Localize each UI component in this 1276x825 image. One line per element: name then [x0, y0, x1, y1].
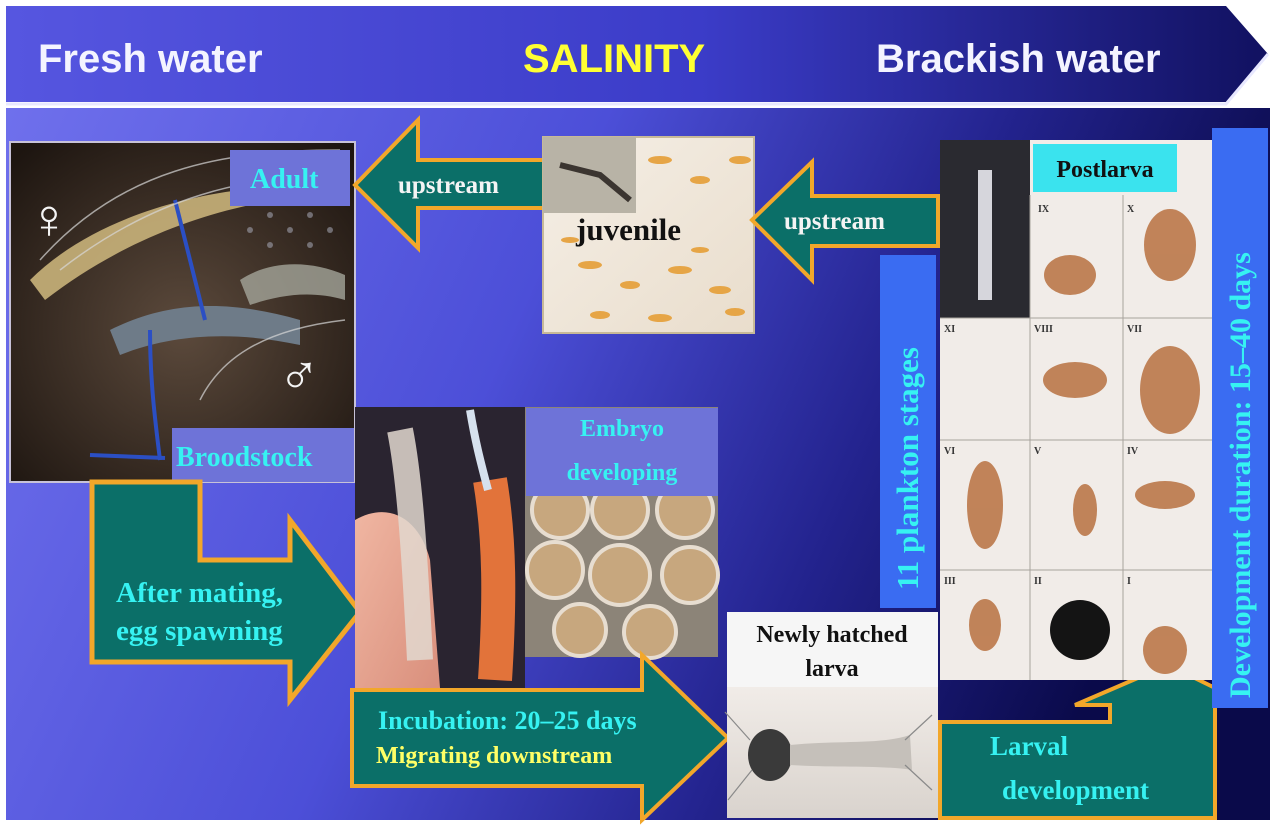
postlarva-label-box	[1033, 144, 1177, 192]
plankton-stages-panel: 11 plankton stages	[880, 255, 936, 608]
salinity-label: SALINITY	[523, 37, 706, 81]
broodstock-label: Broodstock	[176, 442, 313, 473]
incubation-arrow: Incubation: 20–25 days Migrating downstr…	[350, 650, 731, 825]
prawn-eggs	[473, 477, 516, 682]
duration-box	[1212, 128, 1268, 708]
larval-arrow-shape	[938, 662, 1251, 820]
stage-label-7: V	[1034, 446, 1042, 457]
juvenile-label: juvenile	[575, 212, 681, 247]
prawn-male	[110, 306, 300, 355]
stage-label-3: XI	[944, 324, 955, 335]
development-duration-panel: Development duration: 15–40 days	[1212, 128, 1268, 708]
larval-development-arrow: Larval development	[938, 662, 1251, 820]
prawn-claws	[89, 199, 207, 461]
hatched-larva-photo: Newly hatched larva	[724, 612, 938, 818]
plankton-stages-box	[880, 255, 936, 608]
stage-label-8: IV	[1127, 446, 1139, 457]
female-symbol: ♀	[28, 187, 70, 250]
mating-arrow: After mating, egg spawning	[89, 479, 364, 708]
embryo-label-box	[526, 408, 718, 496]
broodstock-label-box	[172, 428, 354, 482]
stage-ii-specimen	[1050, 600, 1110, 660]
adult-label-box	[230, 150, 350, 206]
stage-label-1: IX	[1038, 204, 1050, 215]
larva-body	[790, 735, 912, 770]
juvenile-inset-prawn	[559, 162, 632, 203]
upstream-arrow-right-shape	[749, 157, 940, 285]
incubation-label-line1: Incubation: 20–25 days	[378, 706, 637, 735]
adult-photo: ♀ ♂ Adult Broodstock	[9, 141, 356, 483]
prawn-white	[387, 427, 433, 661]
juvenile-photo: juvenile	[542, 136, 755, 334]
fresh-water-label: Fresh water	[38, 37, 263, 81]
hatched-label-line1: Newly hatched	[756, 622, 908, 648]
embryo-label-line1: Embryo	[580, 416, 664, 442]
incubation-arrow-shape	[350, 650, 731, 825]
salinity-header-arrow: Fresh water SALINITY Brackish water	[6, 6, 1270, 106]
stage-grid-lines	[940, 195, 1212, 680]
stage-roman-labels: IX X XI VIII VII VI V IV III II I	[944, 204, 1142, 587]
embryo-label-line2: developing	[567, 460, 678, 486]
stage-label-10: II	[1034, 576, 1042, 587]
juvenile-specks	[561, 156, 751, 322]
egg-prawn-photo	[355, 407, 525, 688]
plankton-stages-label: 11 plankton stages	[890, 347, 925, 590]
header-arrow-edge	[1180, 53, 1270, 106]
incubation-label-line2: Migrating downstream	[376, 743, 612, 769]
stage-label-6: VI	[944, 446, 955, 457]
plankton-stage-grid: IX X XI VIII VII VI V IV III II I Postla…	[940, 140, 1212, 680]
hatched-label-box	[727, 612, 938, 687]
embryo-photo: Embryo developing	[525, 407, 720, 660]
upstream-right-label: upstream	[784, 208, 885, 235]
stage-label-4: VIII	[1034, 324, 1053, 335]
stage-label-11: I	[1127, 576, 1131, 587]
brackish-water-label: Brackish water	[876, 37, 1161, 81]
stage-specimens	[967, 209, 1200, 674]
prawn-female	[30, 190, 250, 300]
hatched-label-line2: larva	[805, 656, 858, 682]
upstream-left-label: upstream	[398, 172, 499, 199]
male-symbol: ♂	[278, 341, 320, 404]
adult-label: Adult	[250, 164, 319, 195]
larva-appendages	[724, 711, 933, 801]
mating-arrow-shape	[89, 479, 364, 708]
stage-label-9: III	[944, 576, 956, 587]
mating-label-line2: egg spawning	[116, 615, 283, 647]
larva-head	[748, 729, 792, 781]
larval-label-line2: development	[1002, 775, 1149, 805]
header-band	[6, 6, 1268, 102]
mating-label-line1: After mating,	[116, 577, 283, 609]
postlarva-label: Postlarva	[1056, 157, 1153, 183]
duration-label: Development duration: 15–40 days	[1224, 252, 1257, 698]
upstream-arrow-right: upstream	[749, 157, 940, 285]
stage-label-5: VII	[1127, 324, 1142, 335]
stage-label-2: X	[1127, 204, 1135, 215]
prawn-third	[240, 264, 345, 305]
prawn-head	[466, 409, 492, 492]
larval-label-line1: Larval	[990, 731, 1068, 761]
